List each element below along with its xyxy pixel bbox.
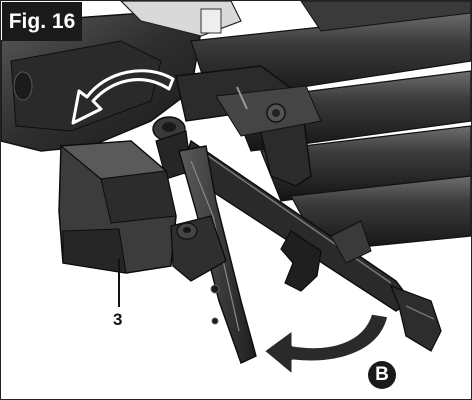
rotation-arrow-top — [71, 69, 175, 125]
magazine-bracket — [175, 65, 322, 187]
direction-marker-badge: B — [368, 361, 396, 389]
figure-tag: Fig. 16 — [2, 2, 82, 41]
guide-rail — [180, 139, 442, 352]
latch-pivot — [152, 116, 192, 180]
callout-number-3: 3 — [113, 310, 123, 329]
rotation-arrow-bottom — [261, 311, 391, 378]
tool-housing — [1, 1, 242, 152]
clamp-block — [58, 140, 227, 282]
